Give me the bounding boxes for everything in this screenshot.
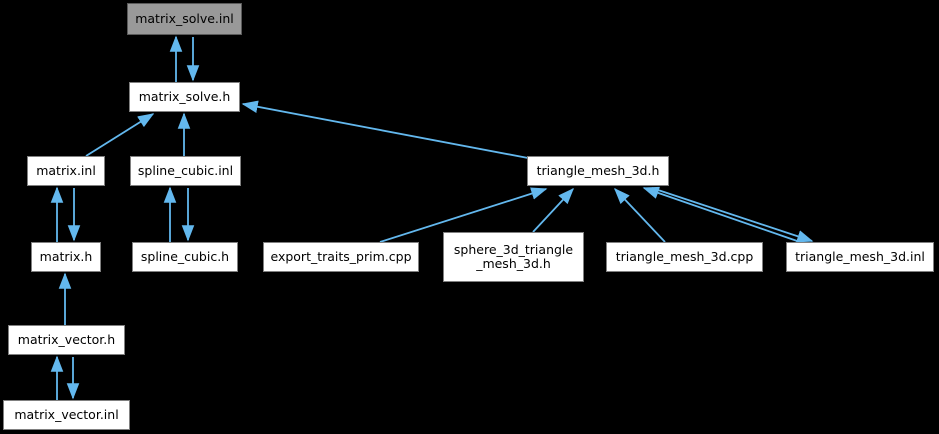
node-label: matrix_solve.h <box>138 89 231 104</box>
node-label: matrix_vector.inl <box>14 407 119 422</box>
edge-sphere_3d_triangle_mesh_3d_h-to-triangle_mesh_3d_h <box>532 187 574 233</box>
node-label: matrix.h <box>39 249 93 264</box>
node-triangle_mesh_3d_inl[interactable]: triangle_mesh_3d.inl <box>786 242 934 272</box>
node-sphere_3d_triangle_mesh_3d_h[interactable]: sphere_3d_triangle _mesh_3d.h <box>443 232 584 282</box>
node-label: spline_cubic.inl <box>137 163 234 178</box>
edge-export_traits_prim_cpp-to-triangle_mesh_3d_h <box>379 187 548 243</box>
edge-triangle_mesh_3d_h-to-triangle_mesh_3d_inl <box>651 187 814 243</box>
node-spline_cubic_inl[interactable]: spline_cubic.inl <box>130 156 241 186</box>
node-label: triangle_mesh_3d.cpp <box>615 249 754 264</box>
node-matrix_inl[interactable]: matrix.inl <box>27 156 105 186</box>
node-label: export_traits_prim.cpp <box>270 249 412 264</box>
node-label: matrix_vector.h <box>17 332 116 347</box>
node-export_traits_prim_cpp[interactable]: export_traits_prim.cpp <box>263 242 419 272</box>
node-label: matrix_solve.inl <box>135 11 234 26</box>
node-matrix_h[interactable]: matrix.h <box>31 242 101 272</box>
node-spline_cubic_h[interactable]: spline_cubic.h <box>132 242 238 272</box>
node-matrix_vector_inl[interactable]: matrix_vector.inl <box>3 400 130 430</box>
edge-triangle_mesh_3d_cpp-to-triangle_mesh_3d_h <box>614 187 666 243</box>
node-triangle_mesh_3d_h[interactable]: triangle_mesh_3d.h <box>527 156 669 186</box>
edge-matrix_inl-to-matrix_solve_h <box>85 113 155 157</box>
edge-triangle_mesh_3d_h-to-matrix_solve_h <box>241 100 529 159</box>
node-matrix_solve_inl[interactable]: matrix_solve.inl <box>127 3 242 35</box>
node-matrix_solve_h[interactable]: matrix_solve.h <box>129 82 240 112</box>
node-triangle_mesh_3d_cpp[interactable]: triangle_mesh_3d.cpp <box>606 242 763 272</box>
node-label: triangle_mesh_3d.inl <box>795 249 925 264</box>
edge-triangle_mesh_3d_inl-to-triangle_mesh_3d_h <box>642 186 801 243</box>
node-label: matrix.inl <box>36 163 96 178</box>
node-label: sphere_3d_triangle _mesh_3d.h <box>453 242 574 271</box>
node-label: spline_cubic.h <box>140 249 230 264</box>
node-label: triangle_mesh_3d.h <box>536 163 660 178</box>
node-matrix_vector_h[interactable]: matrix_vector.h <box>8 325 125 355</box>
